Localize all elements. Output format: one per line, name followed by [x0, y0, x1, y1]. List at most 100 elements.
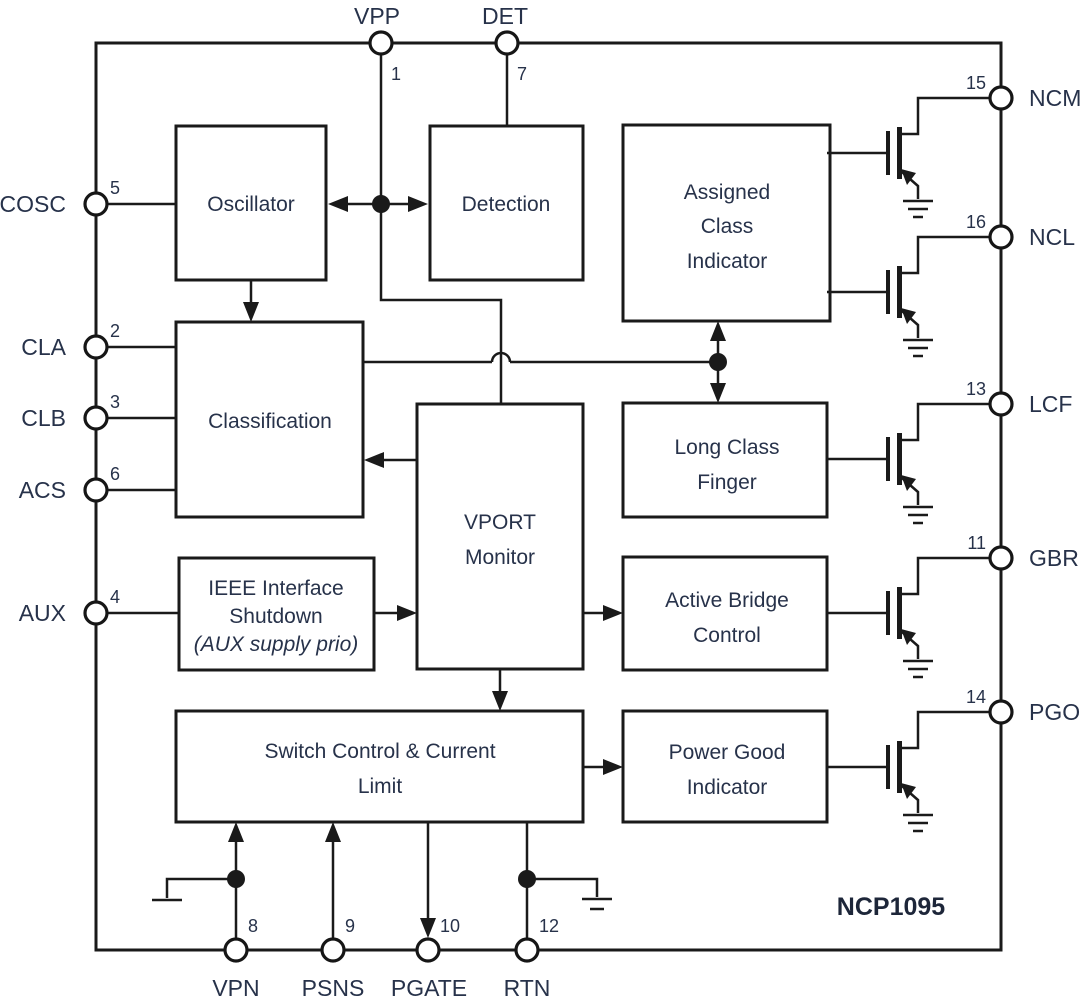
long-class-finger-label-2: Finger: [697, 471, 757, 494]
pin-vpp-circle: [368, 30, 394, 56]
switch-control-current-limit-label-2: Limit: [358, 775, 403, 798]
assigned-class-indicator-label-1: Assigned: [684, 181, 770, 204]
pin-rtn-label: RTN: [504, 975, 551, 1000]
block-assigned-class-indicator: Assigned Class Indicator: [621, 123, 832, 323]
arrow-into-vport: [397, 605, 417, 621]
pin-cla-number: 2: [110, 321, 120, 341]
pin-vpn-label: VPN: [212, 975, 259, 1000]
detection-label: Detection: [462, 193, 551, 216]
arrow-into-oscillator: [328, 196, 348, 212]
pin-gbr-label: GBR: [1029, 545, 1079, 571]
pin-cla: CLA 2: [21, 321, 120, 360]
pin-ncm-circle: [988, 85, 1014, 111]
block-classification: Classification: [174, 320, 365, 519]
pin-cosc: COSC 5: [0, 178, 120, 217]
pin-cosc-circle: [83, 191, 109, 217]
pin-aux: AUX 4: [19, 587, 120, 626]
active-bridge-control-label-2: Control: [693, 624, 761, 647]
switch-control-current-limit-label-1: Switch Control & Current: [264, 740, 495, 763]
arrow-into-active-bridge: [603, 605, 623, 621]
long-class-finger-box: [621, 401, 829, 519]
pin-vpp-number: 1: [391, 64, 401, 84]
power-good-indicator-box: [621, 709, 829, 824]
pin-ncm-number: 15: [966, 73, 986, 93]
pin-gbr-circle: [988, 545, 1014, 571]
arrow-psns-into-switch-control: [325, 822, 341, 842]
pin-vpn-number: 8: [248, 916, 258, 936]
assigned-class-indicator-box: [621, 123, 832, 323]
pins: VPP 1 DET 7 COSC 5 CLA 2 CLB 3 ACS 6: [0, 3, 1080, 1000]
pin-pgo: PGO 14: [966, 687, 1080, 725]
ieee-interface-shutdown-label-2: Shutdown: [229, 605, 322, 628]
pin-vpn: VPN 8: [212, 916, 259, 1000]
pin-ncl-number: 16: [966, 212, 986, 232]
arrow-into-classification-right: [364, 452, 384, 468]
mosfet-ncl: [825, 235, 992, 358]
pin-ncm-label: NCM: [1029, 85, 1080, 111]
pin-clb-number: 3: [110, 392, 120, 412]
assigned-class-indicator-label-2: Class: [701, 215, 754, 238]
pin-det-label: DET: [482, 3, 528, 29]
block-vport-monitor: VPORT Monitor: [415, 402, 585, 671]
arrow-into-detection: [408, 196, 428, 212]
pin-acs: ACS 6: [19, 464, 120, 503]
pin-ncl-label: NCL: [1029, 224, 1075, 250]
block-active-bridge-control: Active Bridge Control: [621, 555, 829, 672]
block-switch-control-current-limit: Switch Control & Current Limit: [174, 709, 585, 824]
pin-vpn-circle: [223, 937, 249, 963]
pin-aux-label: AUX: [19, 600, 66, 626]
long-class-finger-label-1: Long Class: [674, 436, 779, 459]
ieee-interface-shutdown-label-1: IEEE Interface: [208, 577, 343, 600]
wire-rtn-ground-stub: [527, 877, 599, 897]
pin-cla-label: CLA: [21, 334, 66, 360]
pin-det-number: 7: [517, 64, 527, 84]
power-good-indicator-label-2: Indicator: [687, 776, 768, 799]
pin-pgo-circle: [988, 699, 1014, 725]
mosfet-ncm: [825, 96, 992, 219]
wire-vpn-ground-stub: [165, 877, 236, 898]
pin-gbr-number: 11: [967, 533, 986, 553]
pin-psns: PSNS 9: [302, 916, 365, 1000]
pin-acs-label: ACS: [19, 477, 66, 503]
pin-aux-number: 4: [110, 587, 120, 607]
active-bridge-control-box: [621, 555, 829, 672]
vport-monitor-label-1: VPORT: [464, 511, 536, 534]
active-bridge-control-label-1: Active Bridge: [665, 589, 789, 612]
assigned-class-indicator-label-3: Indicator: [687, 250, 768, 273]
arrow-into-pgate-pin: [420, 918, 436, 938]
pin-lcf-number: 13: [966, 379, 986, 399]
pin-ncl-circle: [988, 224, 1014, 250]
pin-psns-number: 9: [345, 916, 355, 936]
pin-gbr: GBR 11: [967, 533, 1079, 571]
pin-rtn-circle: [514, 937, 540, 963]
pin-acs-circle: [83, 477, 109, 503]
mosfet-lcf: [825, 402, 992, 525]
arrow-into-classification-top: [243, 302, 259, 322]
arrow-into-power-good: [603, 759, 623, 775]
wire-classification-to-class-net: [363, 351, 718, 364]
pin-pgo-number: 14: [966, 687, 986, 707]
pin-pgo-label: PGO: [1029, 699, 1080, 725]
block-power-good-indicator: Power Good Indicator: [621, 709, 829, 824]
classification-box: [174, 320, 365, 519]
pin-psns-circle: [320, 937, 346, 963]
mosfet-gbr: [825, 556, 992, 679]
block-detection: Detection: [428, 124, 585, 282]
pin-psns-label: PSNS: [302, 975, 365, 1000]
arrow-vpn-into-switch-control: [228, 822, 244, 842]
vport-monitor-box: [415, 402, 585, 671]
pin-clb-label: CLB: [21, 405, 66, 431]
pin-cosc-label: COSC: [0, 191, 66, 217]
pin-ncl: NCL 16: [966, 212, 1075, 250]
power-good-indicator-label-1: Power Good: [669, 741, 786, 764]
pin-rtn: RTN 12: [504, 916, 559, 1000]
pin-pgate: PGATE 10: [391, 916, 467, 1000]
switch-control-current-limit-box: [174, 709, 585, 824]
pin-lcf: LCF 13: [966, 379, 1072, 417]
block-ieee-interface-shutdown: IEEE Interface Shutdown (AUX supply prio…: [177, 556, 376, 672]
pin-cosc-number: 5: [110, 178, 120, 198]
pin-lcf-circle: [988, 391, 1014, 417]
pin-vpp-label: VPP: [354, 3, 400, 29]
pin-clb-circle: [83, 405, 109, 431]
detection-box: [428, 124, 585, 282]
